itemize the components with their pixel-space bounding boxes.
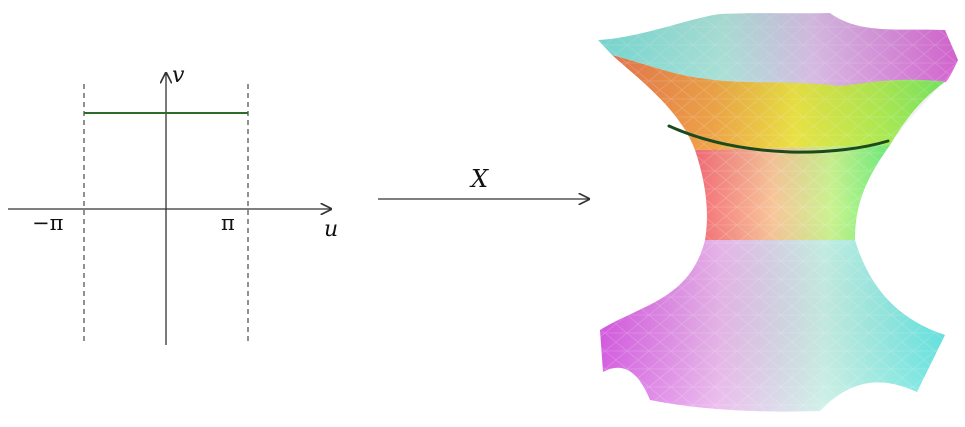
v-axis-label: v	[172, 63, 185, 88]
u-axis-label: u	[324, 217, 338, 242]
tick-label-neg-pi: −π	[32, 211, 64, 235]
map-arrow: X	[378, 165, 589, 199]
map-label: X	[469, 165, 489, 193]
surface-image-curve	[667, 124, 890, 154]
parameter-domain-plot: v u −π π	[8, 63, 338, 345]
tick-label-pi: π	[221, 211, 235, 235]
surface-depth-shading	[598, 13, 958, 412]
hyperboloid-surface	[598, 13, 958, 412]
